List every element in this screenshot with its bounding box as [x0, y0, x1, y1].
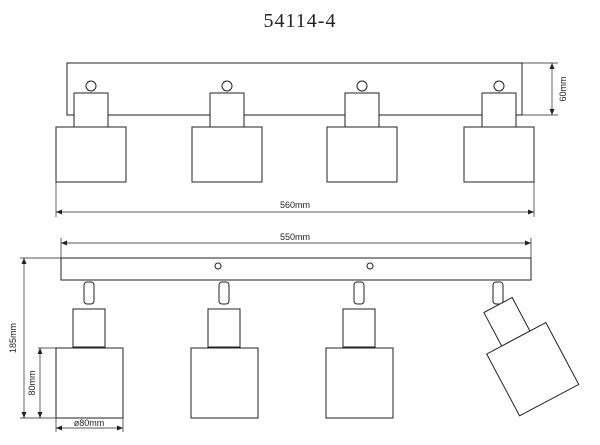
- dimension-overall-height: 185mm: [8, 257, 61, 419]
- shade-height-label: 80mm: [27, 370, 37, 395]
- dimension-shade-height: 80mm: [27, 347, 56, 418]
- ceiling-bar-front: [60, 257, 532, 281]
- ceiling-plate-top: [66, 62, 523, 116]
- model-number: 54114-4: [263, 10, 337, 32]
- dimension-overall-width: 560mm: [55, 182, 535, 217]
- mounting-screw-2: [366, 262, 374, 270]
- front-view: 550mm: [8, 232, 580, 432]
- top-view: 60mm 560mm: [55, 62, 568, 217]
- plate-height-label: 60mm: [558, 76, 568, 101]
- shade-diameter-label: ø80mm: [74, 418, 105, 428]
- dimension-shade-diameter: ø80mm: [55, 418, 124, 432]
- overall-width-label: 560mm: [280, 200, 310, 210]
- front-spot-2: [190, 281, 259, 419]
- overall-height-label: 185mm: [8, 323, 18, 353]
- top-spot-3: [326, 80, 398, 183]
- front-spot-3: [325, 281, 394, 419]
- top-spot-4: [463, 80, 535, 183]
- front-spot-1: [55, 281, 124, 419]
- dimension-bar-length: 550mm: [60, 232, 532, 258]
- dimension-plate-height: 60mm: [522, 62, 568, 116]
- top-spot-2: [191, 80, 263, 183]
- top-spot-1: [55, 80, 127, 183]
- bar-length-label: 550mm: [280, 232, 310, 242]
- front-spot-4-tilted: [483, 281, 580, 417]
- mounting-screw-1: [214, 262, 222, 270]
